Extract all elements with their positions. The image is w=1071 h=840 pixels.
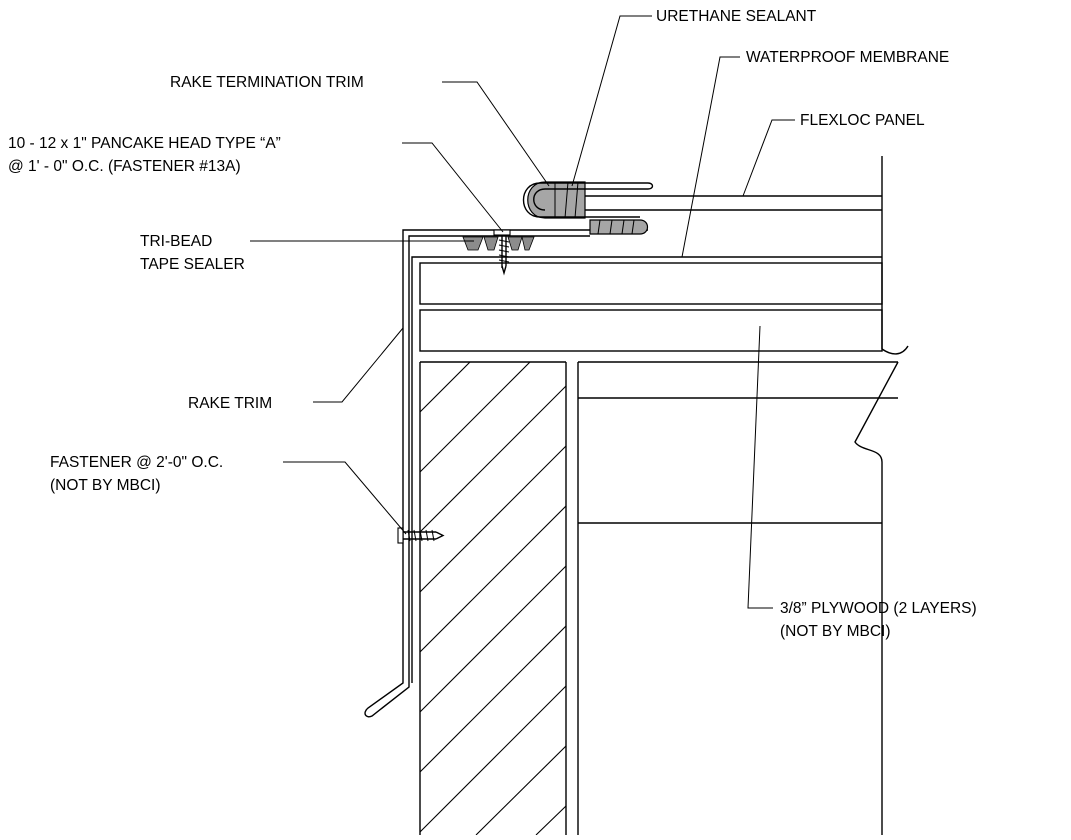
leader-rake-trim — [313, 327, 404, 403]
label-fastener-line1: FASTENER @ 2'-0" O.C. — [50, 454, 223, 471]
roof-structure — [577, 361, 899, 835]
label-pancake-fastener-line1: 10 - 12 x 1" PANCAKE HEAD TYPE “A” — [8, 135, 281, 152]
leader-pancake-fastener — [402, 142, 504, 233]
leader-waterproof-membrane — [681, 56, 740, 258]
label-rake-trim: RAKE TRIM — [188, 395, 272, 412]
label-plywood-line1: 3/8” PLYWOOD (2 LAYERS) — [780, 600, 977, 617]
label-flexloc-panel: FLEXLOC PANEL — [800, 112, 925, 129]
rake-trim — [364, 229, 648, 718]
label-plywood-line2: (NOT BY MBCI) — [780, 623, 891, 640]
flexloc-panel — [545, 195, 882, 211]
leader-fastener — [283, 461, 407, 535]
label-waterproof-membrane: WATERPROOF MEMBRANE — [746, 49, 949, 66]
plywood-lower-layer — [419, 309, 883, 352]
rake-termination-trim — [523, 181, 654, 219]
leader-rake-termination-trim — [442, 81, 550, 187]
label-tri-bead-line1: TRI-BEAD — [140, 233, 212, 250]
callout-labels: URETHANE SEALANT WATERPROOF MEMBRANE RAK… — [8, 8, 977, 640]
wall-break — [881, 345, 909, 355]
label-tri-bead-line2: TAPE SEALER — [140, 256, 245, 273]
wood-post — [419, 361, 567, 836]
label-fastener-line2: (NOT BY MBCI) — [50, 477, 161, 494]
label-rake-termination-trim: RAKE TERMINATION TRIM — [170, 74, 364, 91]
break-line — [854, 361, 899, 463]
plywood-layers — [419, 156, 909, 355]
label-pancake-fastener-line2: @ 1' - 0" O.C. (FASTENER #13A) — [8, 158, 241, 175]
leader-plywood — [747, 325, 773, 609]
leader-lines — [250, 15, 795, 609]
leader-urethane-sealant — [571, 15, 652, 187]
wall-fastener — [397, 527, 445, 544]
label-urethane-sealant: URETHANE SEALANT — [656, 8, 817, 25]
tri-bead-tape-sealer — [462, 236, 535, 251]
plywood-upper-layer — [419, 262, 883, 305]
waterproof-membrane — [411, 256, 882, 683]
wood-hatching — [419, 361, 567, 836]
trim-hem — [589, 219, 649, 235]
leader-flexloc-panel — [742, 119, 795, 197]
